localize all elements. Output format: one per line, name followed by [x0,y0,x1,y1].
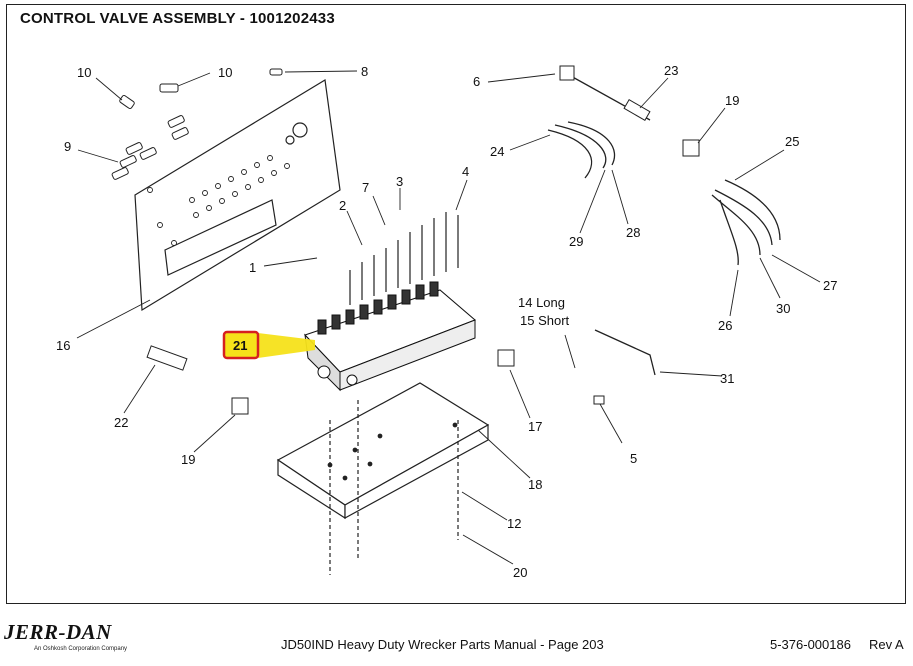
drawing-frame [6,4,906,604]
leader-lines [76,70,821,565]
callout-2: 2 [339,198,346,213]
brand-logo: JERR-DAN [4,620,112,644]
callout-9: 9 [64,139,71,154]
callout-5: 5 [630,451,637,466]
callout-labels: 10 10 8 9 6 23 19 24 25 29 28 27 30 26 7… [56,63,837,580]
callout-3: 3 [396,174,403,189]
callout-6: 6 [473,74,480,89]
callout-26: 26 [718,318,732,333]
callout-12: 12 [507,516,521,531]
page-title: CONTROL VALVE ASSEMBLY - 1001202433 [20,10,335,27]
callout-16: 16 [56,338,70,353]
brand-tagline: An Oshkosh Corporation Company [34,646,128,652]
callout-10a: 10 [77,65,91,80]
callout-21: 21 [233,338,247,353]
fitting-group [111,68,283,180]
callout-19a: 19 [725,93,739,108]
callout-8: 8 [361,64,368,79]
callout-1: 1 [249,260,256,275]
callout-29: 29 [569,234,583,249]
callout-10b: 10 [218,65,232,80]
callout-31: 31 [720,371,734,386]
manual-page-label: JD50IND Heavy Duty Wrecker Parts Manual … [281,637,604,652]
control-valve-body [304,212,476,392]
callout-14: 14 Long [518,295,565,310]
callout-7: 7 [362,180,369,195]
callout-19b: 19 [181,452,195,467]
revision-label: Rev A [869,637,904,652]
part-number: 5-376-000186 [770,637,851,652]
highlight-beam [258,333,315,358]
callout-4: 4 [462,164,469,179]
callout-25: 25 [785,134,799,149]
hose-fittings [146,65,700,415]
hose-group [547,69,781,376]
mounting-plate [134,79,341,312]
callout-30: 30 [776,301,790,316]
callout-23: 23 [664,63,678,78]
callout-17: 17 [528,419,542,434]
callout-15: 15 Short [520,313,570,328]
callout-18: 18 [528,477,542,492]
mounting-bracket [276,382,490,575]
callout-24: 24 [490,144,504,159]
highlight-box [222,330,260,360]
callout-22: 22 [114,415,128,430]
callout-27: 27 [823,278,837,293]
callout-20: 20 [513,565,527,580]
callout-28: 28 [626,225,640,240]
